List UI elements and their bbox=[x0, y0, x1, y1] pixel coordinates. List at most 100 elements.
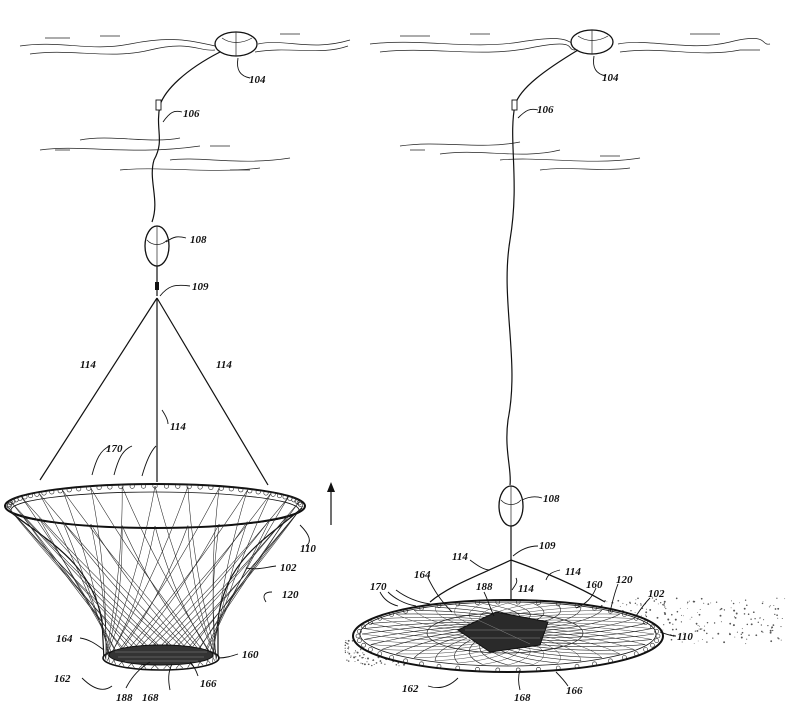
rim-loop bbox=[57, 488, 63, 494]
mesh-strand bbox=[396, 613, 464, 631]
shade-dot bbox=[635, 599, 637, 601]
shade-dot bbox=[345, 639, 347, 642]
shade-dot bbox=[732, 624, 735, 627]
shade-dot bbox=[637, 597, 639, 600]
shade-dot bbox=[664, 606, 666, 608]
rim-loop bbox=[34, 491, 40, 497]
label-108-right: 108 bbox=[543, 493, 560, 505]
mesh-strand bbox=[413, 635, 465, 658]
shade-dot bbox=[365, 658, 367, 660]
shade-dot bbox=[347, 639, 350, 642]
rim-loop bbox=[515, 599, 521, 605]
shade-dot bbox=[672, 623, 674, 625]
shade-dot bbox=[680, 621, 683, 623]
left-water-surface bbox=[19, 33, 351, 171]
shade-dot bbox=[777, 637, 779, 639]
shade-dot bbox=[347, 660, 350, 662]
shade-dot bbox=[675, 597, 678, 600]
mesh-strand bbox=[370, 623, 465, 636]
shade-dot bbox=[629, 602, 631, 604]
shade-dot bbox=[347, 646, 350, 648]
shade-dot bbox=[698, 613, 701, 616]
shade-dot bbox=[719, 609, 721, 611]
rim-loop bbox=[654, 629, 659, 634]
shade-dot bbox=[729, 633, 731, 636]
label-109: 109 bbox=[192, 281, 209, 293]
rim-loop bbox=[96, 484, 102, 490]
mesh-strand bbox=[539, 637, 582, 661]
left-bridles bbox=[39, 297, 269, 486]
rim-loop bbox=[419, 605, 424, 611]
mesh-strand bbox=[106, 485, 156, 656]
rim-loop bbox=[389, 612, 394, 617]
mesh-strand bbox=[206, 518, 271, 652]
mesh-strand bbox=[364, 625, 467, 640]
rim-loop bbox=[555, 601, 561, 607]
shade-dot bbox=[683, 632, 685, 634]
shade-dot bbox=[769, 631, 772, 634]
rim-loop bbox=[270, 491, 276, 497]
shade-dot bbox=[723, 609, 726, 611]
mesh-strand bbox=[90, 487, 107, 660]
shade-dot bbox=[384, 663, 386, 665]
shade-dot bbox=[634, 602, 637, 604]
shade-dot bbox=[660, 602, 662, 604]
mesh-strand bbox=[197, 497, 289, 667]
rim-loop bbox=[650, 624, 655, 630]
rim-loop bbox=[633, 615, 639, 621]
rim-loop bbox=[357, 638, 362, 643]
shade-dot bbox=[645, 611, 648, 614]
shade-dot bbox=[740, 636, 743, 639]
shade-dot bbox=[645, 608, 647, 610]
mesh-strand bbox=[542, 613, 620, 631]
shade-dot bbox=[723, 641, 726, 644]
shade-dot bbox=[778, 638, 780, 640]
left-panel: 104 106 108 109 114 114 114 170 110 102 … bbox=[4, 31, 351, 704]
right-net bbox=[344, 597, 786, 673]
shade-dot bbox=[395, 664, 398, 666]
shade-dot bbox=[781, 617, 783, 620]
rim-loop bbox=[495, 667, 501, 673]
shade-dot bbox=[622, 602, 624, 604]
rim-loop bbox=[419, 661, 424, 667]
shade-dot bbox=[777, 607, 780, 610]
shade-dot bbox=[663, 624, 665, 626]
shade-dot bbox=[670, 638, 673, 641]
label-104: 104 bbox=[249, 74, 266, 86]
shade-dot bbox=[755, 634, 758, 637]
shade-dot bbox=[694, 630, 697, 632]
rim-loop bbox=[608, 658, 613, 664]
mesh-strand bbox=[121, 486, 211, 653]
rim-loop bbox=[263, 490, 269, 496]
label-106-right: 106 bbox=[537, 104, 554, 116]
shade-dot bbox=[347, 648, 350, 650]
shade-dot bbox=[363, 663, 366, 666]
shade-dot bbox=[771, 627, 773, 629]
right-float-108-icon bbox=[498, 485, 524, 560]
shade-dot bbox=[740, 633, 742, 635]
shade-dot bbox=[703, 629, 706, 632]
shade-dot bbox=[640, 615, 642, 617]
shade-dot bbox=[697, 612, 699, 613]
shade-dot bbox=[619, 605, 621, 607]
shade-dot bbox=[717, 632, 720, 635]
rim-loop bbox=[361, 624, 366, 630]
shade-dot bbox=[355, 656, 357, 658]
mesh-strand bbox=[381, 618, 464, 634]
mesh-strand bbox=[539, 625, 652, 640]
shade-dot bbox=[353, 652, 355, 654]
rim-loop bbox=[291, 497, 297, 503]
shade-dot bbox=[681, 614, 683, 616]
rim-loop bbox=[436, 663, 442, 669]
mesh-strand bbox=[154, 525, 216, 662]
mesh-strand bbox=[127, 490, 248, 650]
rim-loop bbox=[368, 647, 373, 652]
label-102: 102 bbox=[280, 562, 297, 574]
rim-loop bbox=[17, 495, 23, 501]
mesh-strand bbox=[381, 644, 486, 651]
shade-dot bbox=[771, 626, 774, 629]
shade-dot bbox=[347, 651, 349, 653]
rim-loop bbox=[228, 486, 234, 492]
shade-dot bbox=[774, 608, 777, 610]
shade-dot bbox=[729, 632, 731, 634]
